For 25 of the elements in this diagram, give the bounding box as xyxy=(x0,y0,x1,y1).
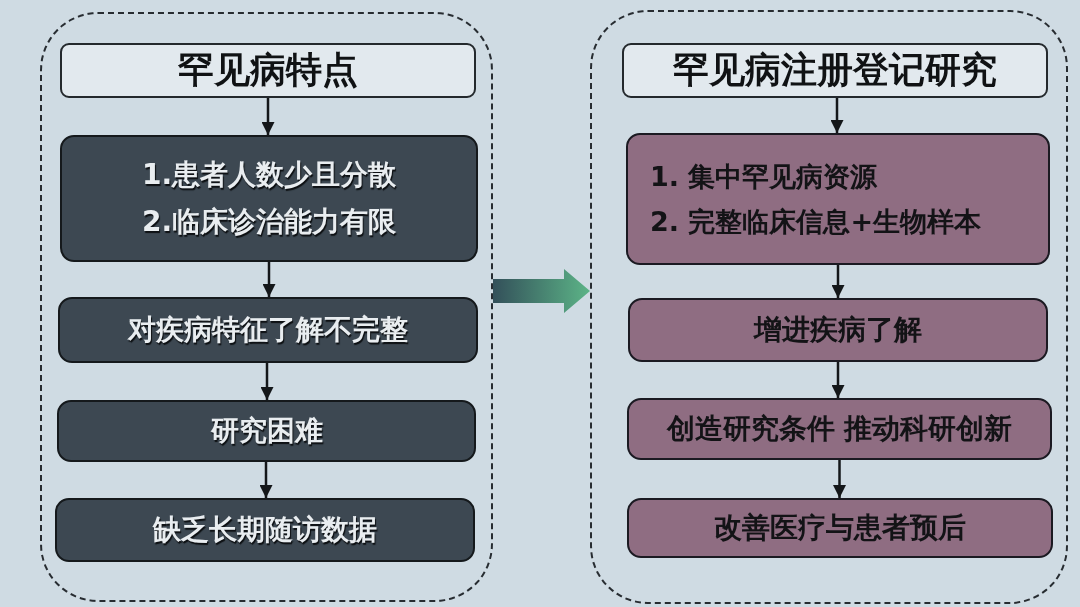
process-box: 缺乏长期随访数据 xyxy=(55,498,475,562)
process-box: 对疾病特征了解不完整 xyxy=(58,297,478,363)
dashed-frame xyxy=(590,10,1068,604)
process-box: 改善医疗与患者预后 xyxy=(627,498,1053,558)
list-item: 1. 集中罕见病资源 xyxy=(650,159,878,194)
dashed-frame xyxy=(40,12,493,602)
process-box xyxy=(60,135,478,262)
arrow xyxy=(831,265,845,298)
arrow xyxy=(262,262,276,297)
process-box: 增进疾病了解 xyxy=(628,298,1048,362)
block-arrow xyxy=(493,269,590,313)
process-box: 创造研究条件 推动科研创新 xyxy=(627,398,1052,460)
arrow xyxy=(833,460,846,498)
heading-box: 罕见病注册登记研究 xyxy=(622,43,1048,98)
arrow xyxy=(261,98,275,135)
list-item: 1.患者人数少且分散 xyxy=(141,157,397,194)
arrow xyxy=(830,98,844,133)
list-item: 2. 完整临床信息+生物样本 xyxy=(650,205,982,239)
arrow xyxy=(260,363,274,400)
arrow xyxy=(831,362,845,398)
process-box xyxy=(626,133,1050,265)
arrow xyxy=(259,462,273,498)
heading-box: 罕见病特点 xyxy=(60,43,476,98)
process-box: 研究困难 xyxy=(57,400,476,462)
list-item: 2.临床诊治能力有限 xyxy=(141,203,397,240)
